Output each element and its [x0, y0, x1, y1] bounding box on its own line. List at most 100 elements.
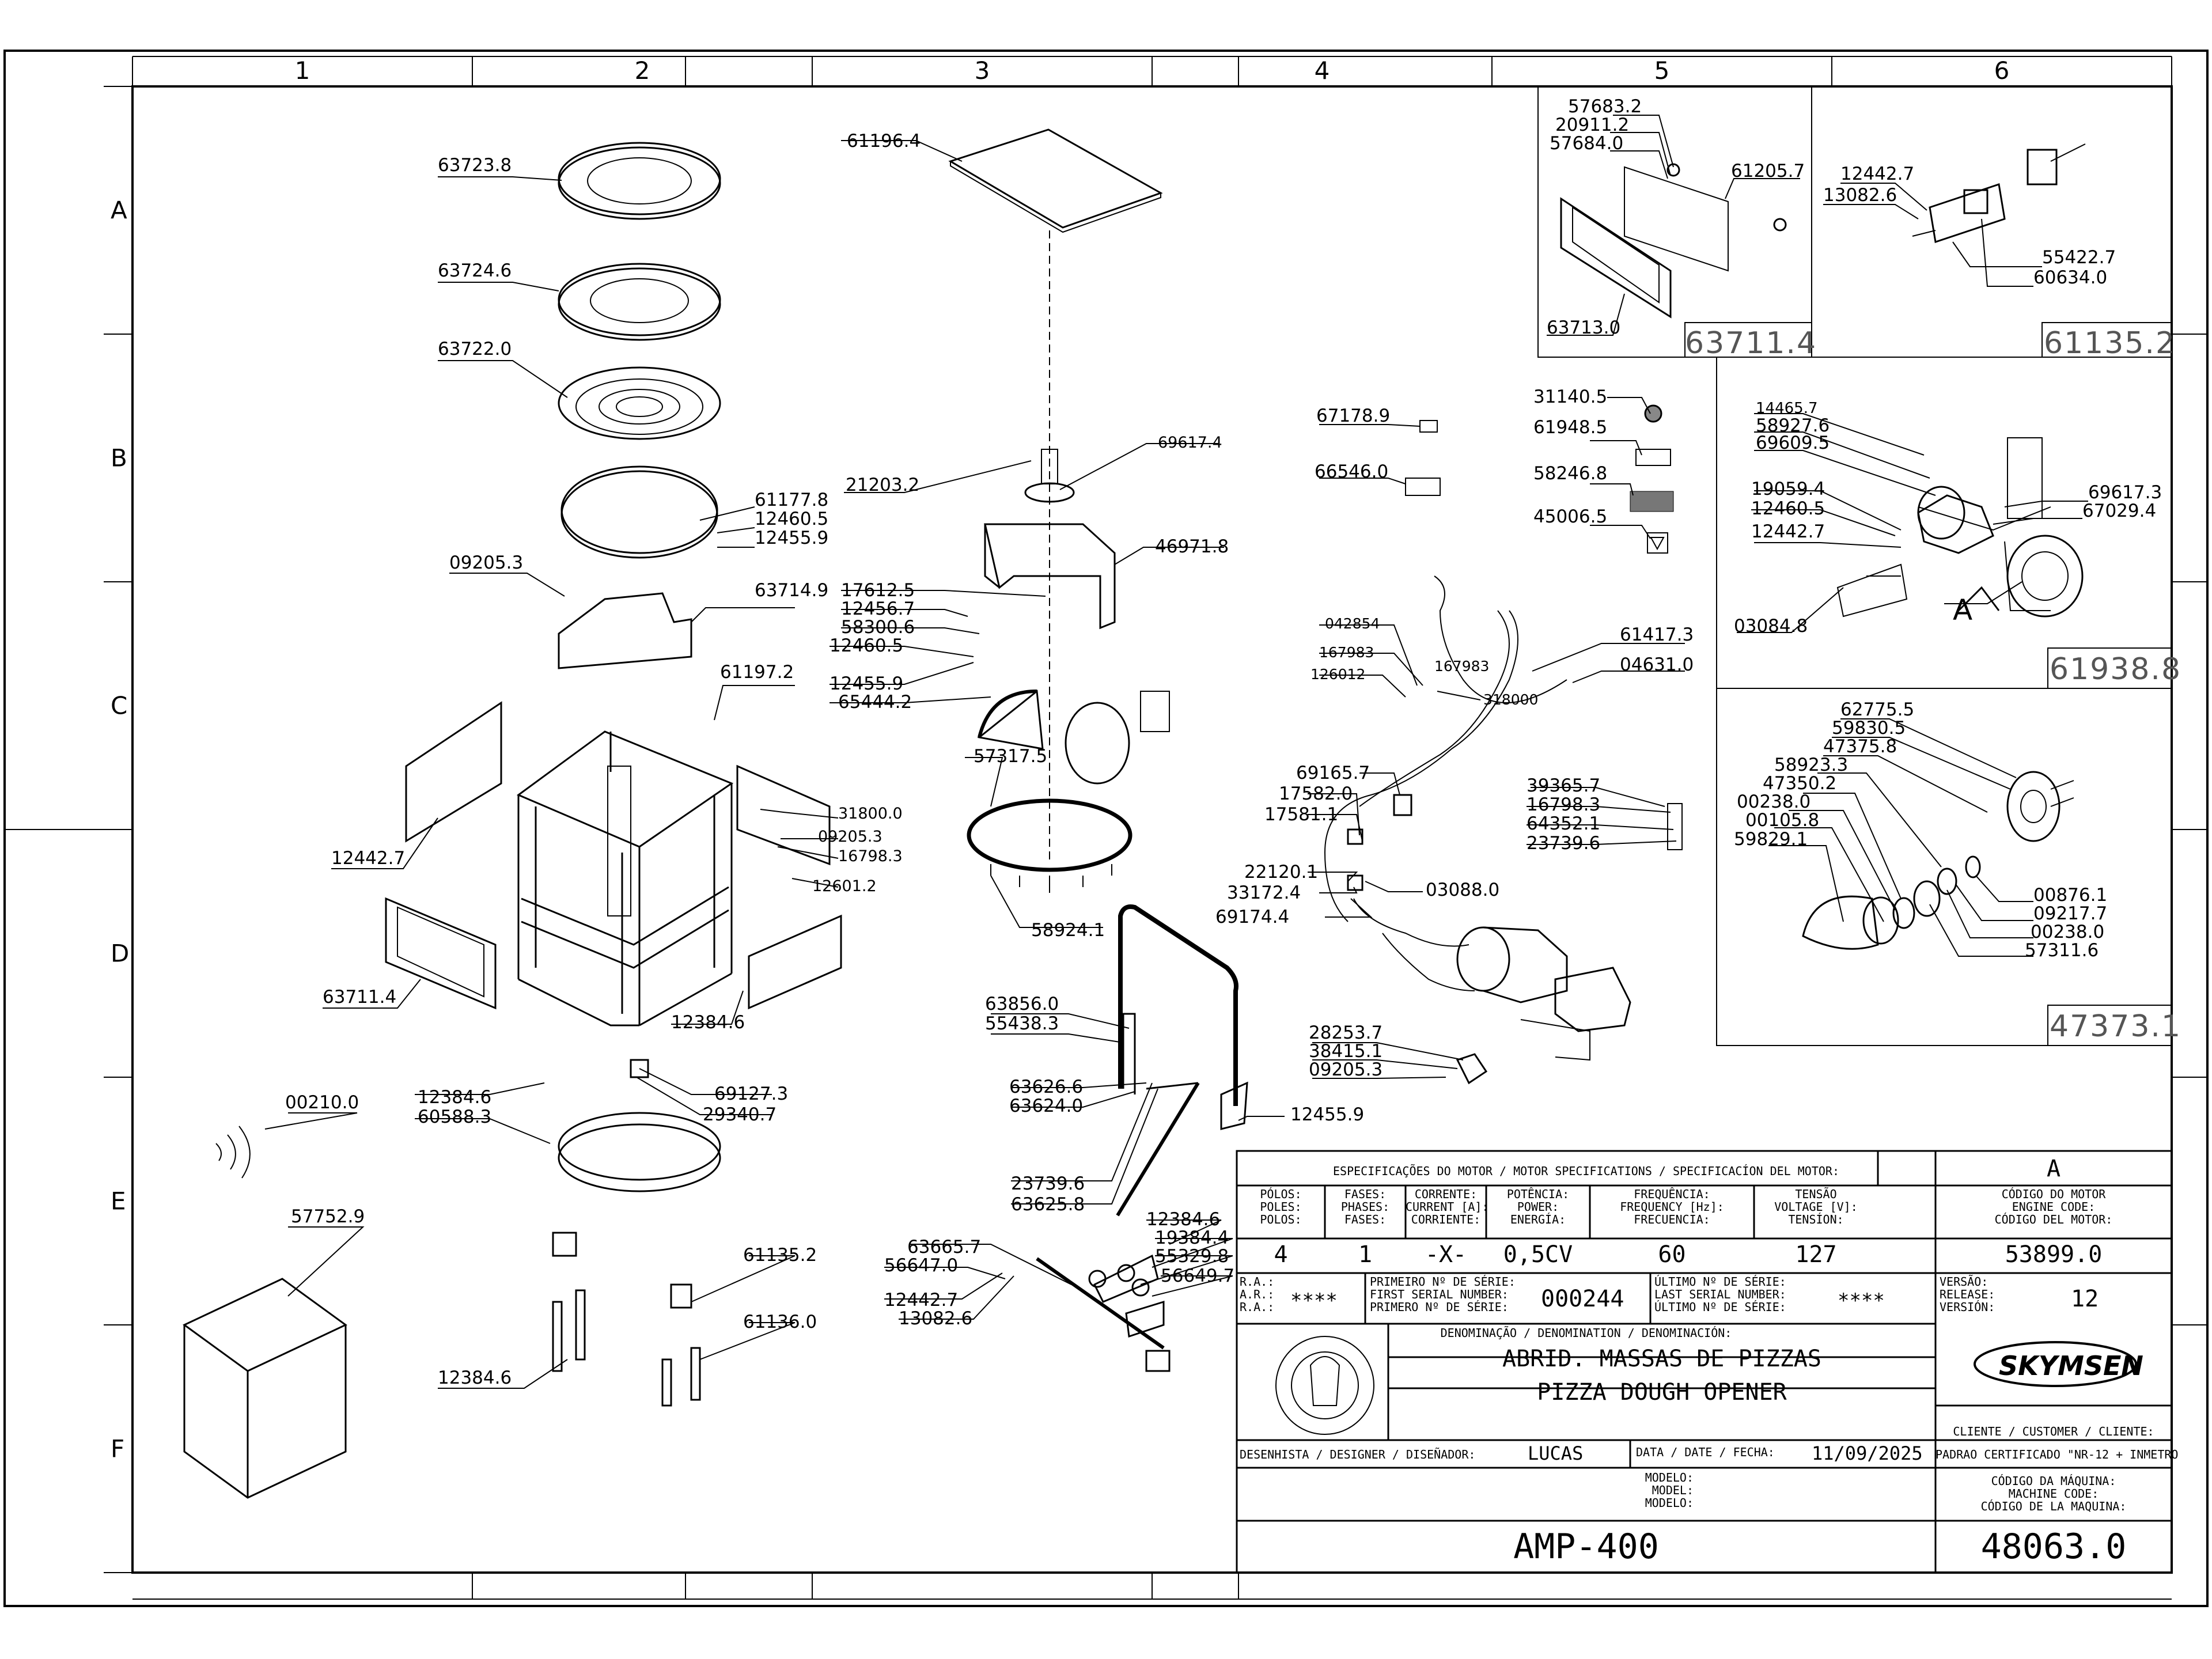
part-label[interactable]: 61177.8 — [755, 490, 829, 510]
part-label[interactable]: 69617.4 — [1158, 434, 1222, 452]
part-label[interactable]: 63665.7 — [907, 1237, 982, 1257]
part-label[interactable]: 55329.8 — [1155, 1246, 1229, 1267]
part-label[interactable]: 69174.4 — [1215, 907, 1290, 927]
part-label[interactable]: 69165.7 — [1296, 763, 1370, 783]
part-label[interactable]: 167983 — [1434, 658, 1490, 675]
part-label[interactable]: 00876.1 — [2033, 885, 2108, 906]
part-label[interactable]: 12442.7 — [884, 1290, 959, 1310]
part-label[interactable]: 13082.6 — [1823, 185, 1897, 206]
part-label[interactable]: 69127.3 — [714, 1084, 789, 1104]
part-label[interactable]: 17581.1 — [1264, 804, 1339, 825]
part-label[interactable]: 63626.6 — [1009, 1077, 1084, 1097]
part-label[interactable]: 12456.7 — [841, 599, 915, 619]
part-label[interactable]: 69617.3 — [2088, 482, 2162, 503]
part-label[interactable]: 47350.2 — [1763, 773, 1837, 794]
part-label[interactable]: 09205.3 — [449, 552, 524, 573]
part-label[interactable]: 58246.8 — [1533, 463, 1608, 484]
part-label[interactable]: 56647.0 — [884, 1255, 959, 1276]
part-label[interactable]: 22120.1 — [1244, 862, 1319, 882]
part-label[interactable]: 00105.8 — [1745, 810, 1820, 831]
part-label[interactable]: 62775.5 — [1840, 699, 1915, 720]
part-label[interactable]: 12442.7 — [331, 848, 406, 869]
part-label[interactable]: 23739.6 — [1527, 833, 1601, 854]
part-label[interactable]: 63723.8 — [438, 155, 512, 176]
part-label[interactable]: 31140.5 — [1533, 387, 1608, 407]
part-label[interactable]: 00238.0 — [2031, 922, 2105, 942]
part-label[interactable]: 167983 — [1319, 644, 1374, 661]
part-label[interactable]: 61196.4 — [847, 131, 921, 151]
part-label[interactable]: 12455.9 — [1290, 1104, 1365, 1125]
part-label[interactable]: 57317.5 — [974, 746, 1048, 767]
part-label[interactable]: 12601.2 — [812, 877, 877, 895]
part-label[interactable]: 58924.1 — [1031, 920, 1105, 941]
part-label[interactable]: 126012 — [1310, 666, 1366, 683]
part-label[interactable]: 09205.3 — [818, 828, 882, 846]
part-label[interactable]: 28253.7 — [1309, 1022, 1383, 1043]
part-label[interactable]: 63625.8 — [1011, 1194, 1085, 1215]
part-label[interactable]: 12455.9 — [755, 528, 829, 548]
part-label[interactable]: 66546.0 — [1315, 461, 1389, 482]
part-label[interactable]: 67029.4 — [2082, 501, 2157, 521]
part-label[interactable]: 19059.4 — [1751, 479, 1825, 499]
part-label[interactable]: 12455.9 — [830, 673, 904, 694]
part-label[interactable]: 55422.7 — [2042, 247, 2116, 268]
part-label[interactable]: 19384.4 — [1155, 1228, 1229, 1248]
part-label[interactable]: 63711.4 — [323, 987, 397, 1007]
part-label[interactable]: 16798.3 — [1527, 794, 1601, 815]
part-label[interactable]: 12384.6 — [438, 1368, 512, 1388]
part-label[interactable]: 46971.8 — [1155, 536, 1229, 557]
part-label[interactable]: 61205.7 — [1731, 161, 1805, 181]
part-label[interactable]: 12384.6 — [671, 1012, 745, 1033]
part-label[interactable]: 61197.2 — [720, 662, 794, 683]
part-label[interactable]: 03088.0 — [1426, 880, 1500, 900]
part-label[interactable]: 12442.7 — [1751, 521, 1825, 542]
part-label[interactable]: 61135.2 — [743, 1245, 817, 1266]
part-label[interactable]: 65444.2 — [838, 692, 912, 713]
part-label[interactable]: 12460.5 — [830, 635, 904, 656]
part-label[interactable]: 59830.5 — [1832, 718, 1906, 738]
part-label[interactable]: 57311.6 — [2025, 940, 2099, 961]
part-label[interactable]: 67178.9 — [1316, 406, 1391, 426]
part-label[interactable]: 00238.0 — [1737, 791, 1811, 812]
part-label[interactable]: 14465.7 — [1756, 400, 1818, 417]
part-label[interactable]: 21203.2 — [846, 475, 920, 495]
part-label[interactable]: 64352.1 — [1527, 813, 1601, 834]
part-label[interactable]: 17612.5 — [841, 580, 915, 601]
part-label[interactable]: 12442.7 — [1840, 164, 1915, 184]
part-label[interactable]: 38415.1 — [1309, 1041, 1383, 1062]
part-label[interactable]: 12460.5 — [755, 509, 829, 529]
part-label[interactable]: 60634.0 — [2033, 267, 2108, 288]
part-label[interactable]: 59829.1 — [1734, 829, 1808, 850]
part-label[interactable]: 58923.3 — [1774, 755, 1849, 775]
part-label[interactable]: 57683.2 — [1568, 96, 1642, 117]
part-label[interactable]: 69609.5 — [1756, 433, 1830, 453]
part-label[interactable]: 61136.0 — [743, 1312, 817, 1332]
part-label[interactable]: 58927.6 — [1756, 415, 1830, 436]
part-label[interactable]: 12384.6 — [418, 1087, 492, 1108]
part-label[interactable]: 12384.6 — [1146, 1209, 1221, 1230]
part-label[interactable]: 00210.0 — [285, 1092, 359, 1113]
part-label[interactable]: 63722.0 — [438, 339, 512, 359]
part-label[interactable]: 57752.9 — [291, 1206, 365, 1227]
part-label[interactable]: 61417.3 — [1620, 624, 1694, 645]
part-label[interactable]: 16798.3 — [838, 847, 903, 865]
part-label[interactable]: 39365.7 — [1527, 775, 1601, 796]
part-label[interactable]: 45006.5 — [1533, 506, 1608, 527]
part-label[interactable]: 12460.5 — [1751, 498, 1825, 519]
part-label[interactable]: 63856.0 — [985, 994, 1059, 1014]
part-label[interactable]: 57684.0 — [1550, 133, 1624, 154]
part-label[interactable]: 03084.8 — [1734, 616, 1808, 637]
part-label[interactable]: 09217.7 — [2033, 903, 2108, 924]
part-label[interactable]: 17582.0 — [1279, 783, 1353, 804]
part-label[interactable]: 09205.3 — [1309, 1059, 1383, 1080]
part-label[interactable]: 04631.0 — [1620, 654, 1694, 675]
part-label[interactable]: 63624.0 — [1009, 1096, 1084, 1116]
part-label[interactable]: 47375.8 — [1823, 736, 1897, 757]
part-label[interactable]: 13082.6 — [899, 1308, 973, 1329]
part-label[interactable]: 042854 — [1325, 615, 1380, 632]
part-label[interactable]: 58300.6 — [841, 617, 915, 638]
part-label[interactable]: 63724.6 — [438, 260, 512, 281]
part-label[interactable]: A — [1953, 593, 1973, 627]
part-label[interactable]: 29340.7 — [703, 1104, 777, 1125]
part-label[interactable]: 33172.4 — [1227, 882, 1301, 903]
